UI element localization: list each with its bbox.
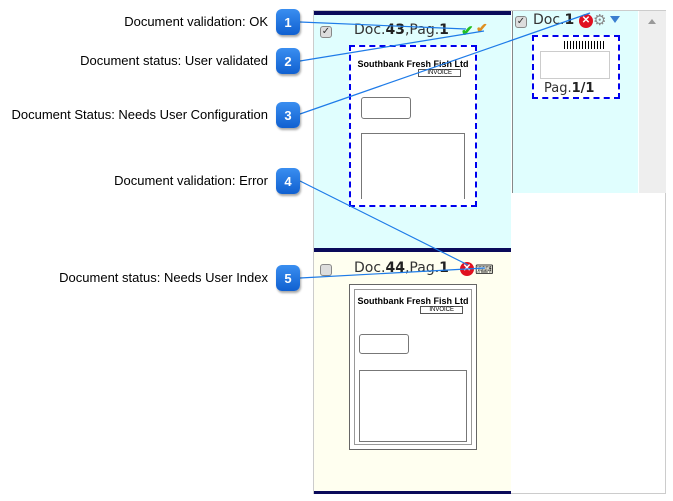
callout-badge-4: 4: [276, 168, 300, 194]
callout-label-4: Document validation: Error: [114, 173, 268, 188]
document-title: Doc.1: [533, 12, 575, 28]
page-thumbnail[interactable]: Pag.1/1: [532, 35, 620, 99]
form-preview: [540, 51, 610, 79]
page-thumbnail[interactable]: Southbank Fresh Fish Ltd INVOICE: [349, 45, 477, 207]
document-title: Doc.44,Pag.1: [354, 260, 449, 276]
select-checkbox[interactable]: ✓: [320, 26, 332, 38]
callout-label-1: Document validation: OK: [124, 14, 268, 29]
barcode: [564, 41, 604, 49]
scroll-up-arrow-icon[interactable]: [648, 19, 656, 24]
document-card-43[interactable]: ✓ Doc.43,Pag.1 ✔ ✔ Southbank Fresh Fish …: [314, 11, 511, 248]
address-box: [361, 97, 411, 119]
select-checkbox[interactable]: [320, 264, 332, 276]
page-label: Pag.1/1: [544, 81, 595, 96]
callout-badge-2: 2: [276, 48, 300, 74]
invoice-heading: INVOICE: [418, 69, 461, 77]
callout-badge-5: 5: [276, 265, 300, 291]
document-title: Doc.43,Pag.1: [354, 22, 449, 38]
validation-error-icon: ✕: [579, 14, 593, 28]
keyboard-icon: ⌨: [475, 262, 494, 277]
invoice-company-name: Southbank Fresh Fish Ltd: [357, 296, 469, 306]
user-validated-icon: ✔: [476, 20, 488, 36]
validation-ok-check-icon: ✔: [461, 23, 474, 40]
invoice-heading: INVOICE: [420, 306, 463, 314]
select-checkbox[interactable]: ✓: [515, 16, 527, 28]
scrollbar[interactable]: [639, 11, 666, 193]
invoice-company-name: Southbank Fresh Fish Ltd: [357, 59, 469, 69]
document-panel: ✓ Doc.43,Pag.1 ✔ ✔ Southbank Fresh Fish …: [313, 10, 666, 494]
invoice-table: [359, 370, 467, 442]
document-card-1[interactable]: ✓ Doc.1 ✕ ⚙ Pag.1/1: [512, 11, 638, 193]
gear-icon: ⚙: [593, 12, 607, 29]
validation-error-icon: ✕: [460, 262, 474, 276]
callout-label-5: Document status: Needs User Index: [59, 270, 268, 285]
document-card-44[interactable]: Doc.44,Pag.1 ✕ ⌨ Southbank Fresh Fish Lt…: [314, 248, 511, 494]
page-thumbnail[interactable]: Southbank Fresh Fish Ltd INVOICE: [349, 284, 477, 450]
invoice-table: [361, 133, 465, 199]
dropdown-arrow-icon[interactable]: [610, 16, 620, 23]
callout-label-2: Document status: User validated: [80, 53, 268, 68]
address-box: [359, 334, 409, 354]
callout-badge-1: 1: [276, 9, 300, 35]
callout-badge-3: 3: [276, 102, 300, 128]
callout-label-3: Document Status: Needs User Configuratio…: [11, 107, 268, 122]
